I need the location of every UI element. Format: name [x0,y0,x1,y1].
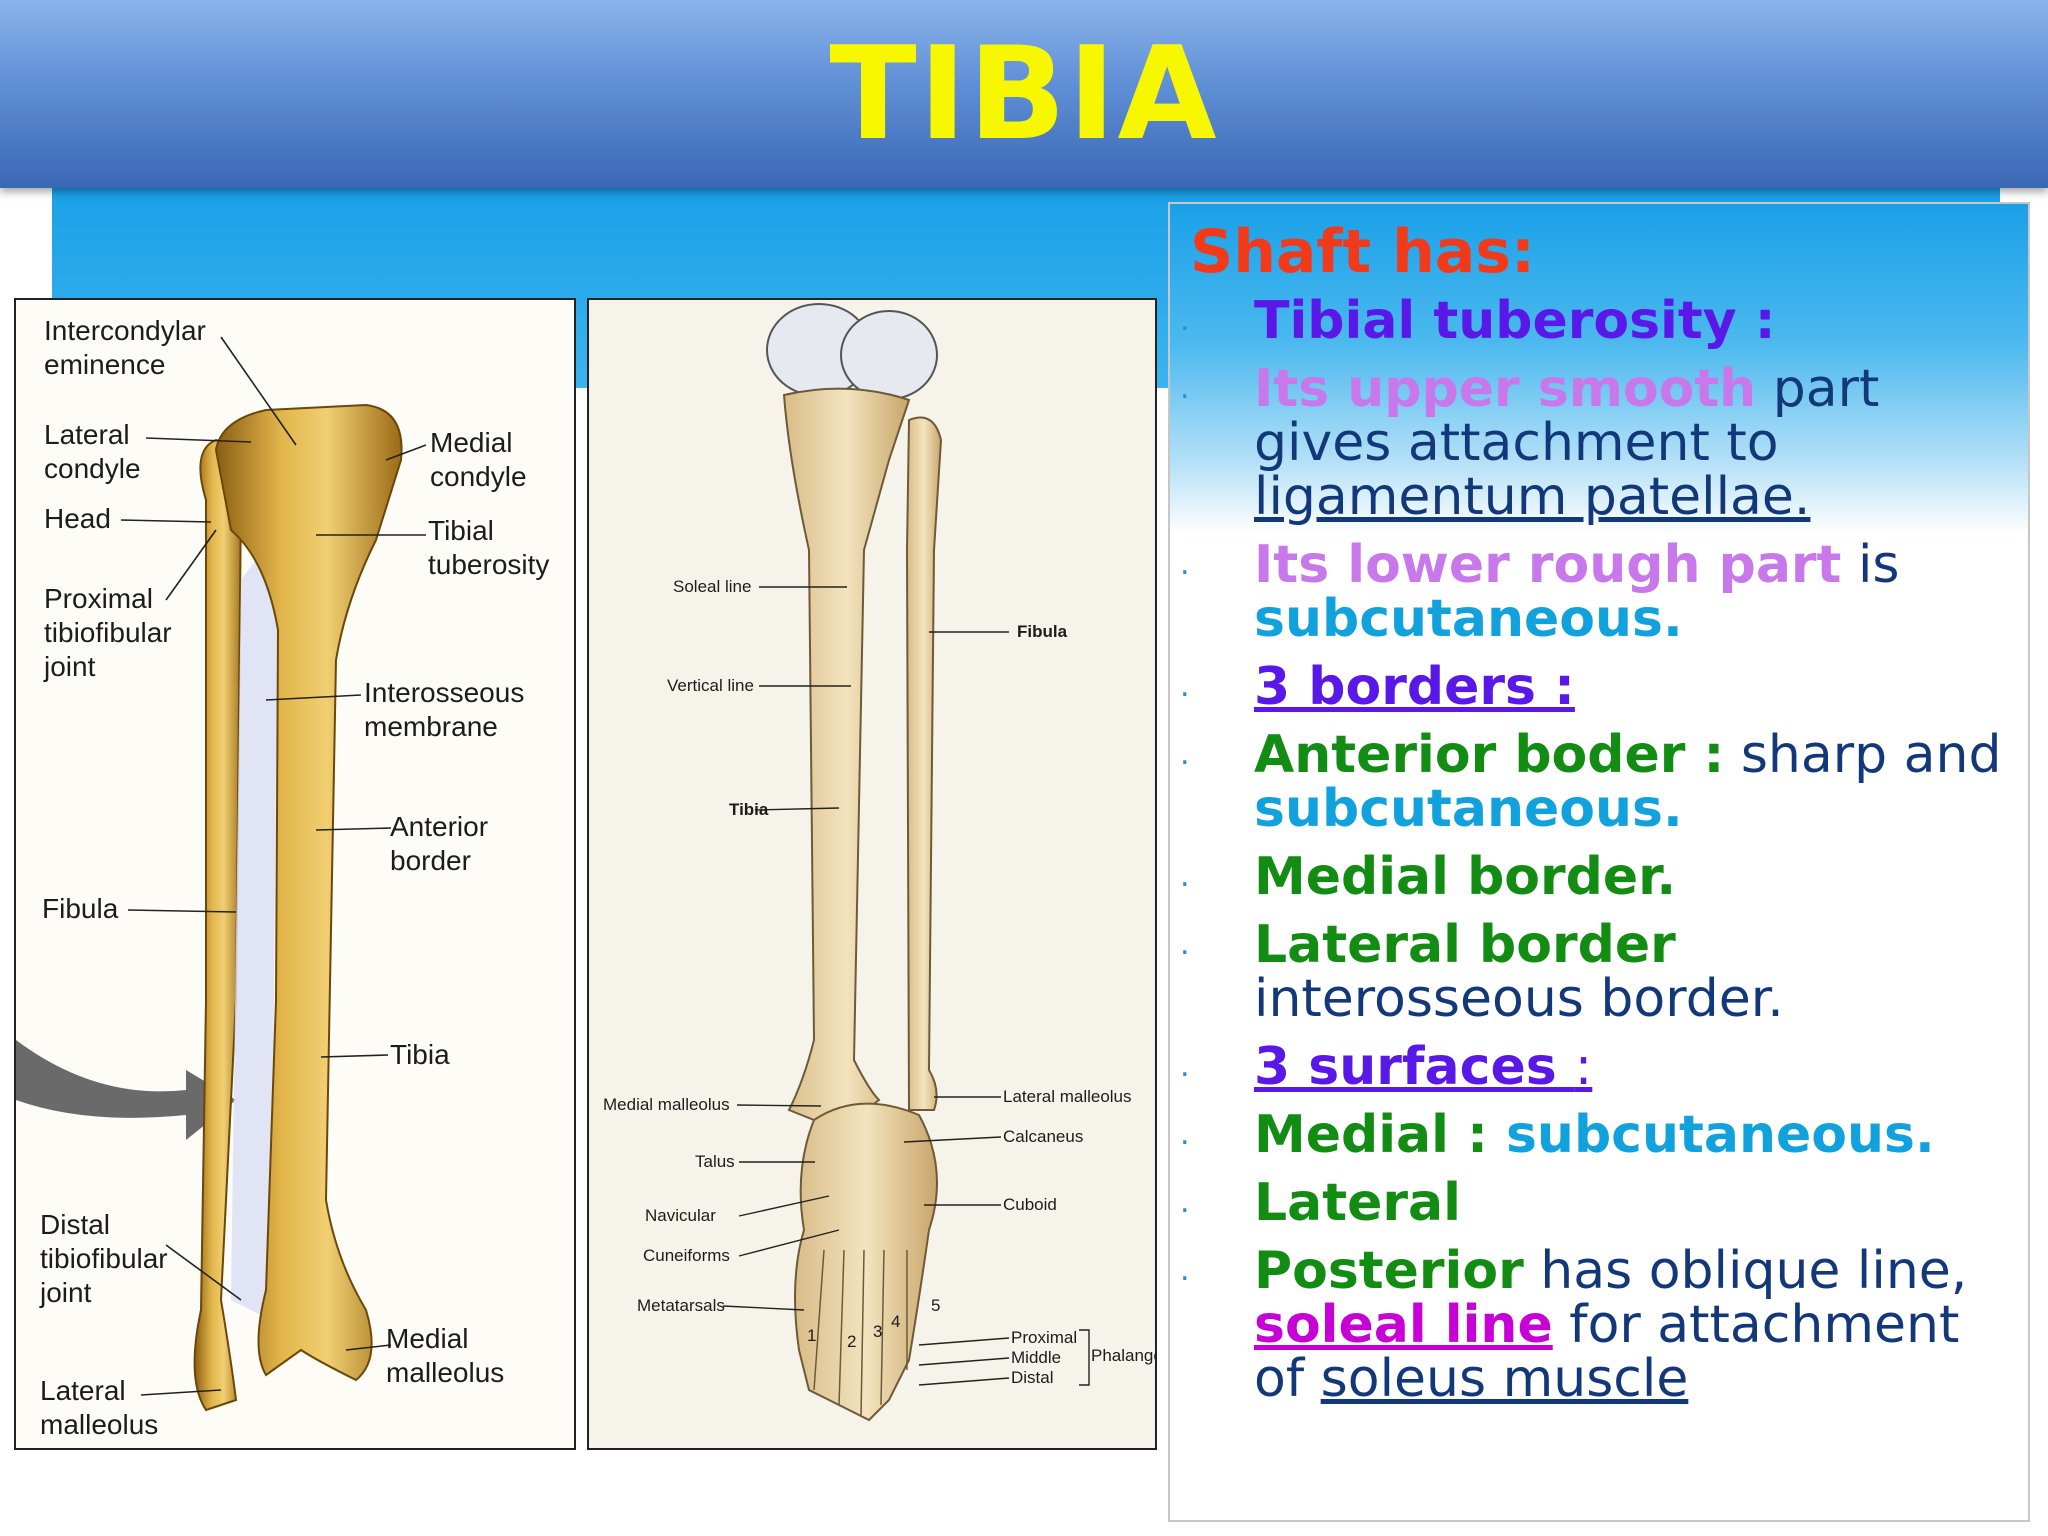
bullet-dot: . [1180,1185,1190,1220]
label-medial-malleolus: Medial malleolus [386,1323,505,1388]
bullet-upper-smooth: . Its upper smooth part gives attachment… [1170,362,2028,524]
label-proximal: Proximal [1011,1328,1078,1347]
label-tibia: Tibia [729,800,769,819]
arrow-icon [16,1040,236,1140]
digit-label: 3 [873,1322,883,1341]
bullet-dot: . [1180,1049,1190,1084]
bullet-text: subcutaneous. [1254,779,1683,839]
bullet-dot: . [1180,547,1190,582]
bullet-lateral-border: . Lateral border interosseous border. [1170,918,2028,1026]
label-proximal-tibiofibular-joint: Proximal tibiofibular joint [44,583,172,682]
title-bar: TIBIA [0,0,2048,188]
shaft-description-panel: Shaft has: . Tibial tuberosity : . Its u… [1168,202,2030,1522]
panel-heading: Shaft has: [1190,217,1535,287]
bullet-link-3-borders[interactable]: 3 borders : [1254,657,1575,717]
label-navicular: Navicular [645,1206,716,1225]
label-middle: Middle [1011,1348,1062,1367]
label-cuboid: Cuboid [1003,1195,1057,1214]
label-lateral-condyle: Lateral condyle [44,419,141,484]
bullet-3-surfaces: . 3 surfaces : [1170,1040,2028,1094]
label-medial-malleolus: Medial malleolus [603,1095,730,1114]
digit-label: 4 [891,1312,901,1331]
fibula-bone [905,416,943,1111]
label-intercondylar-eminence: Intercondylar eminence [44,315,206,380]
label-anterior-border: Anterior border [390,811,489,876]
bullet-text: Its upper smooth [1254,359,1757,419]
bullet-dot: . [1180,927,1190,962]
bullet-text: : [1574,1037,1593,1097]
bullet-text: Its lower rough part [1254,535,1842,595]
bullet-dot: . [1180,371,1190,406]
bullet-dot: . [1180,737,1190,772]
label-fibula: Fibula [1017,622,1068,641]
bullet-text: part gives attachment to [1254,359,1880,473]
label-metatarsals: Metatarsals [637,1296,725,1315]
bullet-text: subcutaneous. [1487,1105,1935,1165]
bullet-dot: . [1180,859,1190,894]
bullet-text: Posterior [1254,1241,1524,1301]
bullet-text: Medial : [1254,1105,1488,1165]
bullet-dot: . [1180,1117,1190,1152]
label-tibial-tuberosity: Tibial tuberosity [428,515,550,580]
label-soleal-line: Soleal line [673,577,752,596]
bullet-list: . Tibial tuberosity : . Its upper smooth… [1170,294,2028,1420]
leg-foot-posterior-figure: Soleal line Vertical line Tibia Fibula M… [587,298,1157,1450]
bullet-text: Medial border. [1254,847,1677,907]
bullet-text: for attachment of [1254,1295,1960,1409]
label-fibula: Fibula [42,893,119,924]
leg-bones-illustration [16,336,427,1412]
label-interosseous-membrane: Interosseous membrane [364,677,525,742]
digit-label: 5 [931,1296,941,1315]
label-distal: Distal [1011,1368,1054,1387]
femur-condyle-right [840,310,938,400]
label-calcaneus: Calcaneus [1003,1127,1084,1146]
bullet-3-borders: . 3 borders : [1170,660,2028,714]
tibia-bone [782,387,911,1132]
label-cuneiforms: Cuneiforms [643,1246,730,1265]
bullet-text: sharp and [1724,725,2002,785]
bullet-lateral-surface: . Lateral [1170,1176,2028,1230]
label-lateral-malleolus: Lateral malleolus [40,1375,159,1440]
fibula-bone [193,438,245,1412]
label-lateral-malleolus: Lateral malleolus [1003,1087,1132,1106]
bullet-text: Lateral border [1254,915,1676,975]
bullet-lower-rough: . Its lower rough part is subcutaneous. [1170,538,2028,646]
leg-foot-illustration [722,303,1090,1422]
bullet-link-3-surfaces[interactable]: 3 surfaces [1254,1037,1575,1097]
bullet-text: Tibial tuberosity : [1254,291,1776,351]
bullet-link-ligamentum-patellae[interactable]: ligamentum patellae. [1254,467,1811,527]
digit-label: 1 [807,1326,817,1345]
bullet-link-soleus-muscle[interactable]: soleus muscle [1320,1349,1689,1409]
bullet-text: subcutaneous. [1254,589,1683,649]
bullet-text: has oblique line, [1523,1241,1968,1301]
digit-label: 2 [847,1332,857,1351]
label-tibia: Tibia [390,1039,450,1070]
bullet-anterior-border: . Anterior boder : sharp and subcutaneou… [1170,728,2028,836]
bullet-medial-surface: . Medial : subcutaneous. [1170,1108,2028,1162]
interosseous-membrane [231,530,278,1320]
tibia-fibula-anterior-figure: Intercondylar eminence Lateral condyle H… [14,298,576,1450]
bullet-link-soleal-line[interactable]: soleal line [1254,1295,1553,1355]
label-distal-tibiofibular-joint: Distal tibiofibular joint [40,1209,168,1308]
bullet-medial-border: . Medial border. [1170,850,2028,904]
label-vertical-line: Vertical line [667,676,754,695]
label-talus: Talus [695,1152,735,1171]
bullet-text: is [1841,535,1900,595]
bullet-dot: . [1180,303,1190,338]
bullet-posterior-surface: . Posterior has oblique line, soleal lin… [1170,1244,2028,1406]
foot-bones [794,1102,938,1422]
bullet-dot: . [1180,669,1190,704]
bullet-text: Lateral [1254,1173,1461,1233]
label-medial-condyle: Medial condyle [430,427,527,492]
label-phalanges: Phalange [1091,1346,1157,1365]
slide-title: TIBIA [829,20,1219,169]
bullet-dot: . [1180,1253,1190,1288]
bullet-text: Anterior boder : [1254,725,1725,785]
bullet-tibial-tuberosity: . Tibial tuberosity : [1170,294,2028,348]
tibia-bone [214,403,403,1382]
label-head: Head [44,503,111,534]
bullet-text: interosseous border. [1254,969,1784,1029]
